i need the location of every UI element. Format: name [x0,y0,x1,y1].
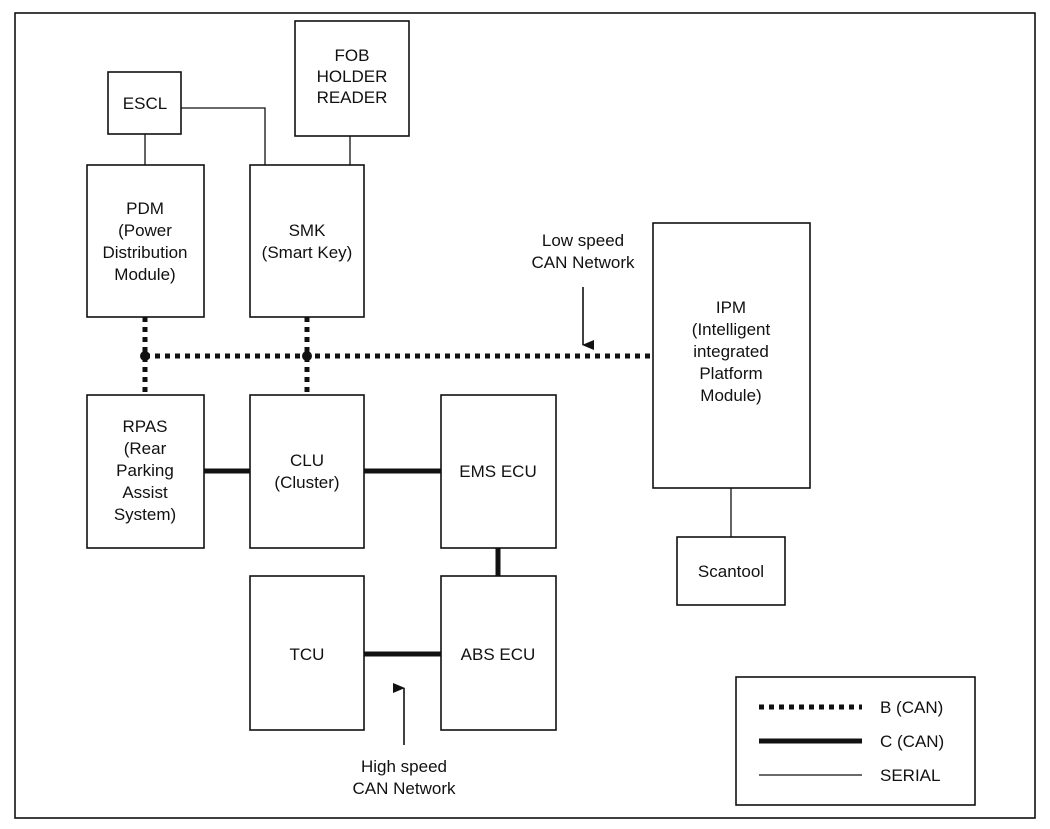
node-label: (Rear [124,439,167,458]
legend-ccan-label: C (CAN) [880,732,944,751]
node-label: Scantool [698,562,764,581]
node-label: Module) [114,265,175,284]
outer-border [14,12,1036,819]
node-label: Distribution [102,243,187,262]
node-label: ABS ECU [461,645,536,664]
node-label: Module) [700,386,761,405]
node-label: ESCL [123,94,167,113]
node-label: Assist [122,483,168,502]
node-scantool: Scantool [676,536,786,606]
svg-text:CAN Network: CAN Network [532,253,635,272]
legend-serial-label: SERIAL [880,766,940,785]
node-ems-ecu: EMS ECU [440,394,557,549]
node-smk: SMK (Smart Key) [249,164,365,318]
node-label: (Cluster) [274,473,339,492]
node-clu: CLU (Cluster) [249,394,365,549]
node-label: SMK [289,221,327,240]
node-label: Parking [116,461,174,480]
high-speed-can-label: High speed CAN Network [353,757,456,798]
svg-text:CAN Network: CAN Network [353,779,456,798]
legend: B (CAN) C (CAN) SERIAL [735,676,976,806]
node-label: (Smart Key) [262,243,353,262]
low-speed-can-label: Low speed CAN Network [532,231,635,272]
node-label: TCU [290,645,325,664]
node-label: RPAS [122,417,167,436]
node-label: HOLDER [317,67,388,86]
node-escl: ESCL [107,71,182,135]
bcan-junction-pdm [140,351,150,361]
node-fob-holder-reader: FOB HOLDER READER [294,20,410,137]
svg-text:High speed: High speed [361,757,447,776]
bcan-junction-smk [302,351,312,361]
legend-bcan-label: B (CAN) [880,698,943,717]
node-label: System) [114,505,176,524]
node-rpas: RPAS (Rear Parking Assist System) [86,394,205,549]
node-abs-ecu: ABS ECU [440,575,557,731]
node-label: Platform [699,364,762,383]
node-label: PDM [126,199,164,218]
node-pdm: PDM (Power Distribution Module) [86,164,205,318]
node-label: EMS ECU [459,462,536,481]
node-label: READER [317,88,388,107]
serial-escl-smk [181,107,266,165]
node-tcu: TCU [249,575,365,731]
node-ipm: IPM (Intelligent integrated Platform Mod… [652,222,811,489]
node-label: CLU [290,451,324,470]
node-label: integrated [693,342,769,361]
node-label: FOB [335,46,370,65]
node-label: IPM [716,298,746,317]
node-label: (Intelligent [692,320,771,339]
svg-text:Low speed: Low speed [542,231,624,250]
node-label: (Power [118,221,172,240]
